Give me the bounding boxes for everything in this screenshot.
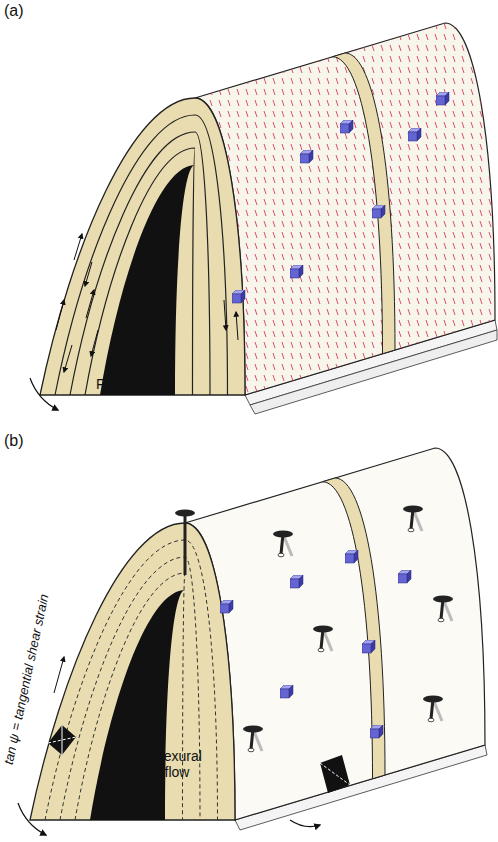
panel-letter: (a) <box>4 2 24 20</box>
fold-type-label: Flexural flow <box>142 748 212 780</box>
flexural-slip-fold <box>30 23 497 414</box>
flexural-flow-fold <box>18 448 487 835</box>
fold-type-label: Flexural slip <box>96 376 171 392</box>
panel-letter: (b) <box>4 432 24 450</box>
